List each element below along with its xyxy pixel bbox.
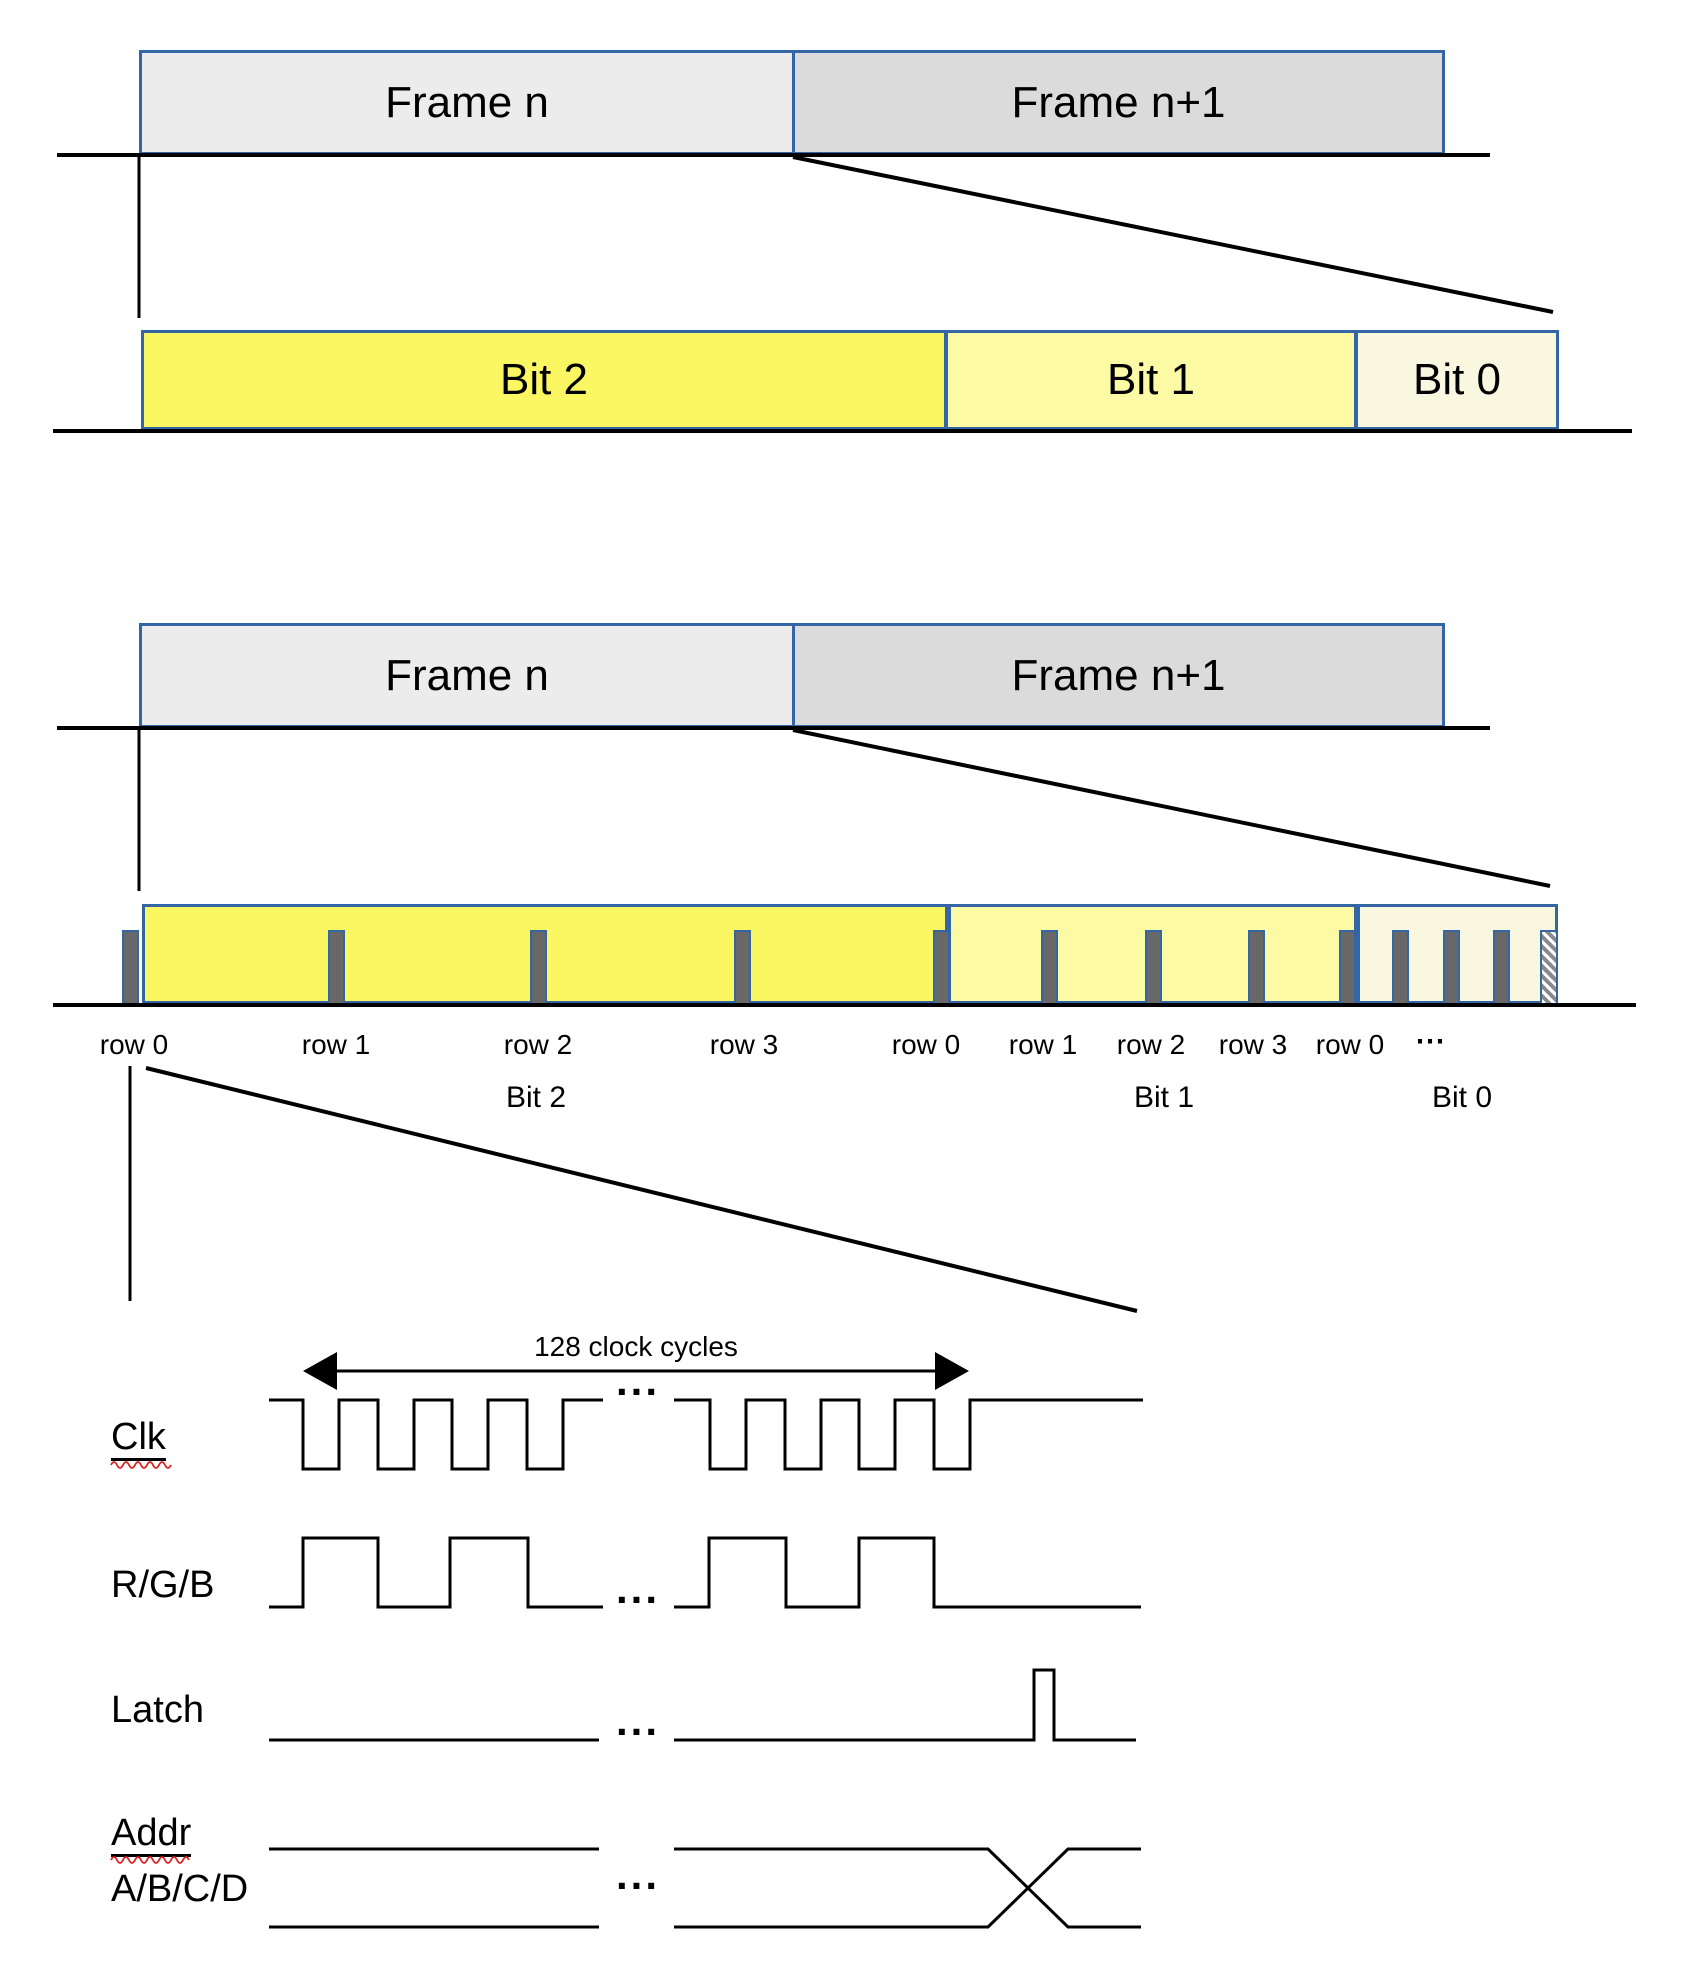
rgb-waveform xyxy=(269,1536,1141,1609)
mid-frame-n1-box: Frame n+1 xyxy=(792,623,1445,728)
latch-waveform xyxy=(269,1668,1136,1742)
addr-pins-label: A/B/C/D xyxy=(111,1868,249,1910)
addr-bus-waveform xyxy=(269,1847,1141,1929)
row-tick xyxy=(328,930,345,1005)
row-label: row 0 xyxy=(891,1029,961,1060)
row-label: row 0 xyxy=(1315,1029,1385,1060)
row-tick xyxy=(530,930,547,1005)
row-tick xyxy=(1493,930,1510,1005)
mid-bit1-label: Bit 1 xyxy=(1133,1081,1195,1114)
timeline-baselines xyxy=(53,153,1636,1007)
top-bit0-label: Bit 0 xyxy=(1412,355,1502,404)
mid-bit2-label: Bit 2 xyxy=(505,1081,567,1114)
top-bit1-box: Bit 1 xyxy=(945,330,1357,430)
latch-signal-label: Latch xyxy=(111,1689,204,1731)
arrowhead-right xyxy=(935,1352,969,1390)
top-frame-n-label: Frame n xyxy=(385,77,549,127)
spellcheck-squiggles xyxy=(110,1461,190,1864)
top-frame-n1-label: Frame n+1 xyxy=(1011,77,1226,127)
top-bit1-label: Bit 1 xyxy=(1106,355,1196,404)
clk-gap-dots: ... xyxy=(615,1357,661,1404)
clock-cycles-label: 128 clock cycles xyxy=(534,1331,738,1362)
addr-gap-dots: ... xyxy=(615,1851,661,1898)
clk-signal-label: Clk xyxy=(111,1416,166,1461)
row-tick xyxy=(1443,930,1460,1005)
mid-frame-n-label: Frame n xyxy=(385,650,549,700)
top-frame-n-box: Frame n xyxy=(139,50,795,155)
row-label: row 2 xyxy=(1116,1029,1186,1060)
zoom-guide-lines xyxy=(128,155,1554,1313)
top-bit2-box: Bit 2 xyxy=(141,330,947,430)
rgb-gap-dots: ... xyxy=(615,1565,661,1612)
addr-signal-label: Addr xyxy=(111,1812,192,1857)
row-tick-continuation xyxy=(1540,930,1558,1005)
row-tick xyxy=(1248,930,1265,1005)
top-bit0-box: Bit 0 xyxy=(1355,330,1559,430)
row-tick xyxy=(1145,930,1162,1005)
row-tick xyxy=(933,930,950,1005)
mid-frame-n1-label: Frame n+1 xyxy=(1011,650,1226,700)
row-tick xyxy=(122,930,139,1005)
row-tick xyxy=(1041,930,1058,1005)
row-tick xyxy=(1339,930,1356,1005)
rgb-signal-label: R/G/B xyxy=(111,1564,215,1606)
latch-gap-dots: ... xyxy=(615,1697,661,1744)
row-label: row 2 xyxy=(503,1029,573,1060)
mid-frame-n-box: Frame n xyxy=(139,623,795,728)
row-label: row 0 xyxy=(99,1029,169,1060)
clk-waveform xyxy=(269,1398,1143,1471)
row-label: row 1 xyxy=(301,1029,371,1060)
row-label-ellipsis: ⋯ xyxy=(1415,1025,1445,1058)
row-label: row 3 xyxy=(1218,1029,1288,1060)
top-bit2-label: Bit 2 xyxy=(499,355,589,404)
arrowhead-left xyxy=(303,1352,337,1390)
row-tick xyxy=(1392,930,1409,1005)
mid-bit0-label: Bit 0 xyxy=(1431,1081,1493,1114)
row-label: row 3 xyxy=(709,1029,779,1060)
row-label: row 1 xyxy=(1008,1029,1078,1060)
row-tick xyxy=(734,930,751,1005)
top-frame-n1-box: Frame n+1 xyxy=(792,50,1445,155)
